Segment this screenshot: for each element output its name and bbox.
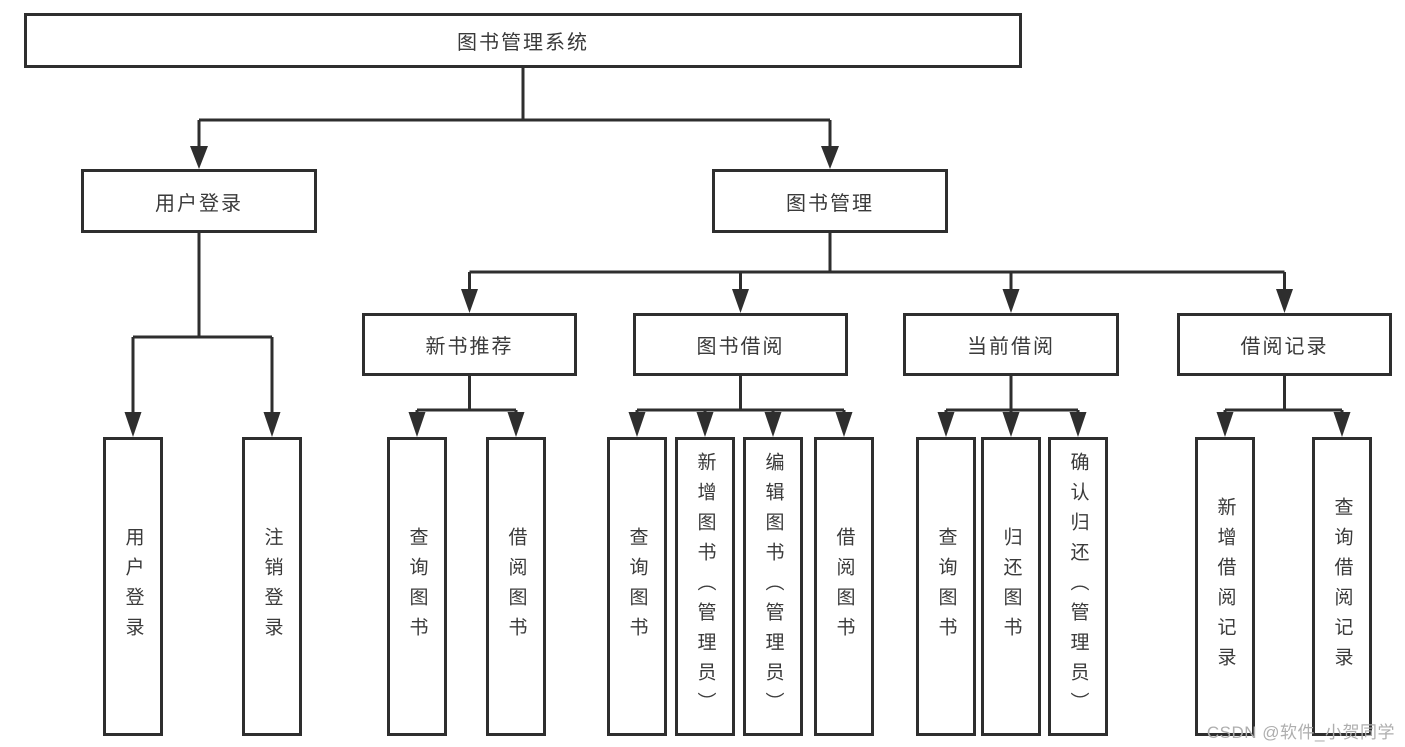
node-library-management-system: 图书管理系统 bbox=[24, 13, 1022, 68]
csdn-watermark: CSDN @软件_小贺同学 bbox=[1206, 723, 1395, 742]
node-book-borrowing: 图书借阅 bbox=[633, 313, 848, 376]
arrowheads-leaves bbox=[124, 412, 1351, 437]
leaf-records-add-borrow-record: 新增借阅记录 bbox=[1195, 437, 1255, 736]
connector-new-book-recommend-to-leaves bbox=[415, 376, 518, 414]
leaf-borrowing-query-books: 查询图书 bbox=[607, 437, 667, 736]
node-current-borrowing: 当前借阅 bbox=[903, 313, 1119, 376]
arrowheads-level1 bbox=[190, 146, 839, 169]
connector-borrowing-records-to-leaves bbox=[1223, 376, 1344, 414]
node-new-book-recommend: 新书推荐 bbox=[362, 313, 577, 376]
connector-book-borrowing-to-leaves bbox=[635, 376, 846, 414]
node-borrowing-records: 借阅记录 bbox=[1177, 313, 1392, 376]
leaf-logout: 注销登录 bbox=[242, 437, 302, 736]
node-user-login: 用户登录 bbox=[81, 169, 317, 233]
arrowheads-level2 bbox=[461, 289, 1293, 313]
leaf-borrowing-borrow-books: 借阅图书 bbox=[814, 437, 874, 736]
leaf-newrec-borrow-books: 借阅图书 bbox=[486, 437, 546, 736]
connector-book-management-to-level2 bbox=[468, 233, 1286, 291]
leaf-current-confirm-return-admin: 确认归还（管理员） bbox=[1048, 437, 1108, 736]
leaf-current-return-books: 归还图书 bbox=[981, 437, 1041, 736]
leaf-user-login: 用户登录 bbox=[103, 437, 163, 736]
node-book-management: 图书管理 bbox=[712, 169, 948, 233]
leaf-borrowing-add-books-admin: 新增图书（管理员） bbox=[675, 437, 735, 736]
connector-user-login-to-leaves bbox=[131, 233, 274, 414]
connector-root-to-level1 bbox=[197, 68, 832, 148]
leaf-records-query-borrow-record: 查询借阅记录 bbox=[1312, 437, 1372, 736]
leaf-borrowing-edit-books-admin: 编辑图书（管理员） bbox=[743, 437, 803, 736]
connector-current-borrowing-to-leaves bbox=[944, 376, 1080, 414]
leaf-current-query-books: 查询图书 bbox=[916, 437, 976, 736]
leaf-newrec-query-books: 查询图书 bbox=[387, 437, 447, 736]
